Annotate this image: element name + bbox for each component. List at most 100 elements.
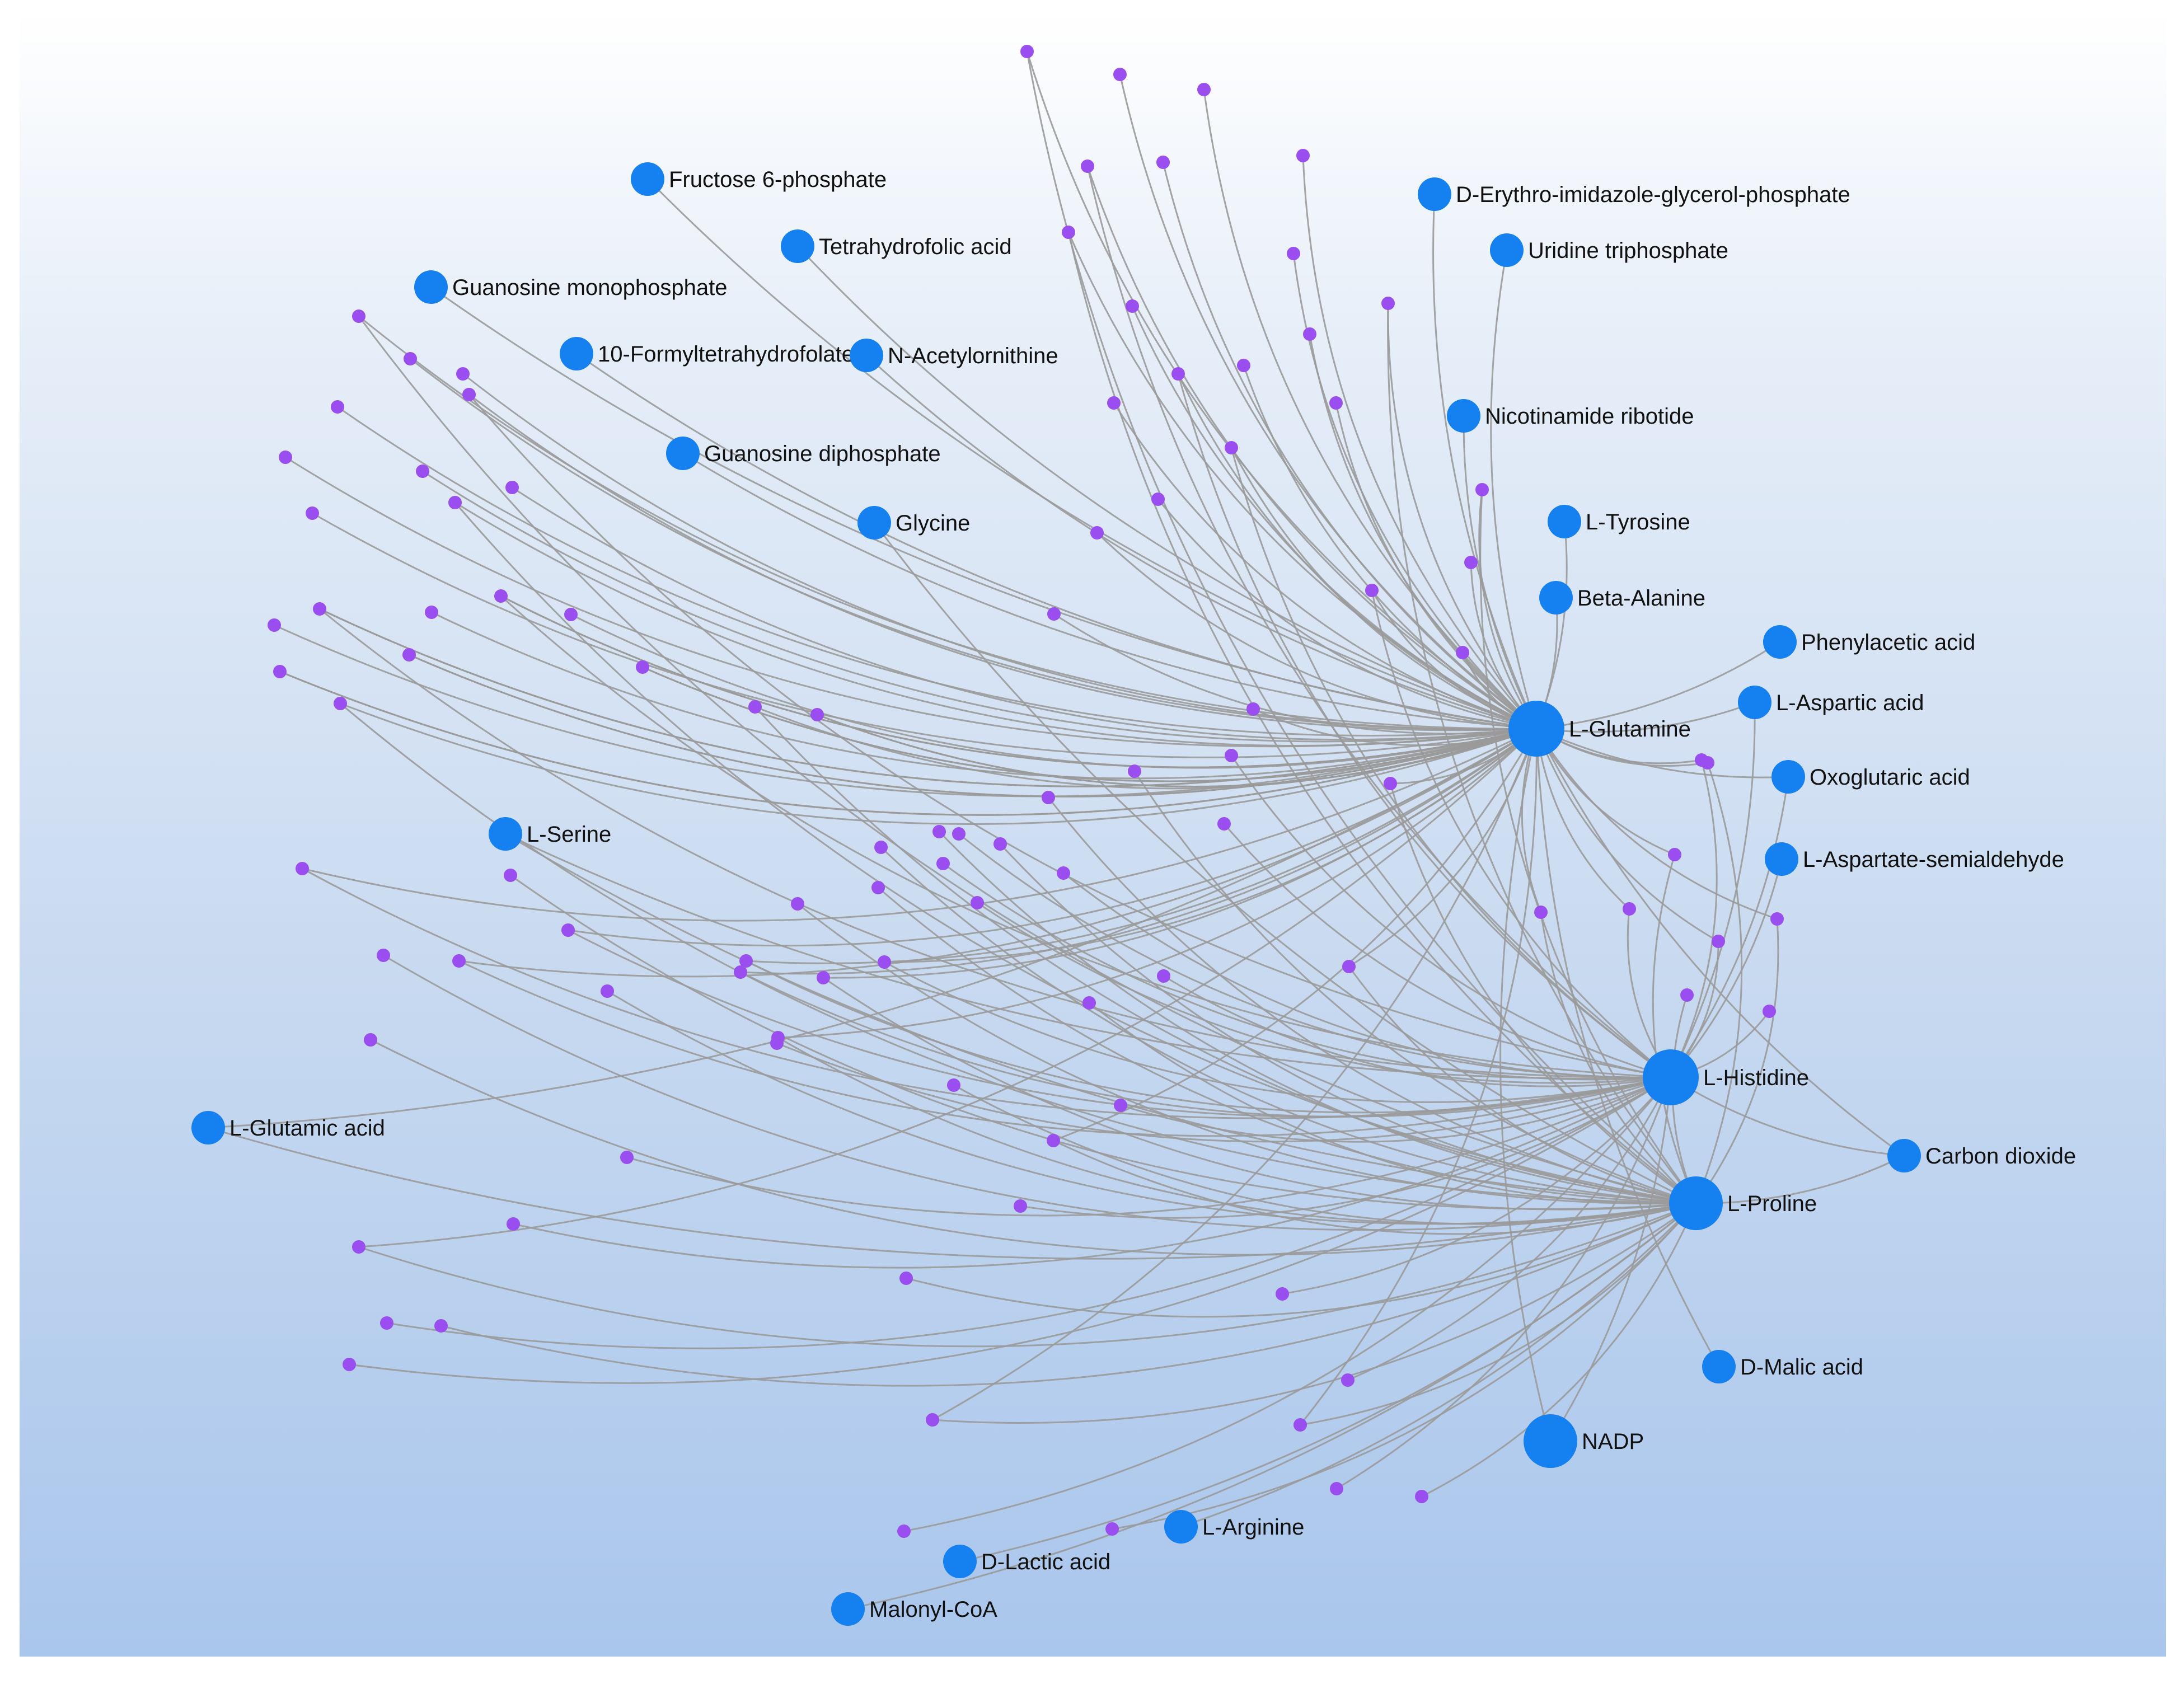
metabolite-point[interactable] [507,1217,520,1231]
node-circle[interactable] [1765,842,1798,876]
node-d-erythro-imidazole-glycerol-phosphate[interactable]: D-Erythro-imidazole-glycerol-phosphate [1418,177,1850,211]
metabolite-point[interactable] [505,481,519,494]
node-circle[interactable] [414,270,448,304]
node-circle[interactable] [631,162,664,196]
metabolite-point[interactable] [874,841,888,854]
node-beta-alanine[interactable]: Beta-Alanine [1539,581,1705,615]
metabolite-point[interactable] [1020,45,1034,58]
metabolite-point[interactable] [380,1316,393,1330]
metabolite-point[interactable] [425,606,438,619]
node-circle[interactable] [781,229,814,263]
metabolite-point[interactable] [561,923,575,937]
node-l-arginine[interactable]: L-Arginine [1164,1510,1304,1544]
node-circle[interactable] [1738,686,1771,719]
node-guanosine-diphosphate[interactable]: Guanosine diphosphate [666,437,941,470]
metabolite-point[interactable] [1107,396,1121,410]
metabolite-point[interactable] [1296,149,1310,162]
node-l-proline[interactable]: L-Proline [1669,1176,1817,1230]
node-l-glutamine[interactable]: L-Glutamine [1508,701,1691,757]
metabolite-point[interactable] [1197,83,1211,96]
metabolite-point[interactable] [1464,556,1478,569]
metabolite-point[interactable] [334,697,347,710]
node-circle[interactable] [857,506,891,540]
metabolite-point[interactable] [1668,848,1681,861]
metabolite-point[interactable] [1293,1418,1307,1432]
metabolite-point[interactable] [932,825,946,838]
metabolite-point[interactable] [1082,996,1096,1010]
metabolite-point[interactable] [1081,160,1094,173]
metabolite-point[interactable] [1534,906,1548,919]
metabolite-point[interactable] [1090,526,1104,540]
node-carbon-dioxide[interactable]: Carbon dioxide [1887,1139,2076,1172]
metabolite-point[interactable] [871,881,885,894]
node-circle[interactable] [1702,1350,1736,1383]
metabolite-point[interactable] [1014,1199,1027,1213]
metabolite-point[interactable] [268,618,281,632]
node-circle[interactable] [943,1545,977,1578]
node-fructose-6-phosphate[interactable]: Fructose 6-phosphate [631,162,887,196]
metabolite-point[interactable] [352,309,365,323]
metabolite-point[interactable] [1062,226,1075,239]
metabolite-point[interactable] [434,1319,448,1333]
metabolite-point[interactable] [377,949,390,962]
metabolite-point[interactable] [404,352,417,365]
node-circle[interactable] [1164,1510,1198,1544]
metabolite-point[interactable] [1680,988,1694,1002]
metabolite-point[interactable] [1475,483,1489,496]
metabolite-point[interactable] [1225,749,1238,762]
node-tetrahydrofolic-acid[interactable]: Tetrahydrofolic acid [781,229,1012,263]
metabolite-point[interactable] [504,869,517,882]
node-10-formyltetrahydrofolate[interactable]: 10-Formyltetrahydrofolate [560,337,854,370]
metabolite-point[interactable] [1415,1490,1428,1503]
node-circle[interactable] [1548,505,1581,538]
metabolite-point[interactable] [296,862,309,875]
metabolite-point[interactable] [748,700,762,714]
node-circle[interactable] [1490,233,1524,267]
node-circle[interactable] [191,1111,225,1144]
metabolite-point[interactable] [402,648,416,662]
node-d-lactic-acid[interactable]: D-Lactic acid [943,1545,1110,1578]
metabolite-point[interactable] [1303,327,1316,341]
metabolite-point[interactable] [1042,791,1055,804]
node-malonyl-coa[interactable]: Malonyl-CoA [831,1592,997,1626]
metabolite-point[interactable] [1341,1373,1355,1387]
node-circle[interactable] [1887,1139,1921,1172]
metabolite-point[interactable] [1342,960,1356,973]
metabolite-point[interactable] [1384,777,1397,790]
node-glycine[interactable]: Glycine [857,506,970,540]
metabolite-point[interactable] [897,1524,911,1538]
metabolite-point[interactable] [1381,297,1395,310]
metabolite-point[interactable] [636,660,649,674]
node-circle[interactable] [850,339,883,372]
metabolite-point[interactable] [739,954,753,968]
metabolite-point[interactable] [462,388,476,401]
node-phenylacetic-acid[interactable]: Phenylacetic acid [1763,625,1975,659]
metabolite-point[interactable] [1151,492,1165,506]
node-circle[interactable] [1447,399,1480,433]
metabolite-point[interactable] [352,1240,365,1254]
metabolite-point[interactable] [936,857,950,870]
metabolite-point[interactable] [1156,156,1170,169]
metabolite-point[interactable] [971,896,984,909]
metabolite-point[interactable] [313,602,326,616]
metabolite-point[interactable] [1113,68,1127,81]
node-oxoglutaric-acid[interactable]: Oxoglutaric acid [1771,760,1970,794]
node-circle[interactable] [831,1592,865,1626]
metabolite-point[interactable] [273,665,287,678]
metabolite-point[interactable] [1763,1005,1776,1018]
metabolite-point[interactable] [993,837,1007,851]
node-l-aspartate-semialdehyde[interactable]: L-Aspartate-semialdehyde [1765,842,2064,876]
metabolite-point[interactable] [1126,299,1139,313]
metabolite-point[interactable] [364,1033,377,1047]
node-circle[interactable] [1524,1414,1577,1468]
metabolite-point[interactable] [343,1358,356,1371]
node-circle[interactable] [1763,625,1797,659]
metabolite-point[interactable] [1287,247,1300,260]
node-circle[interactable] [1771,760,1805,794]
metabolite-point[interactable] [947,1078,960,1092]
metabolite-point[interactable] [1770,912,1784,926]
metabolite-point[interactable] [817,971,830,984]
metabolite-point[interactable] [1171,367,1185,381]
node-l-serine[interactable]: L-Serine [489,817,611,851]
metabolite-point[interactable] [620,1151,634,1164]
